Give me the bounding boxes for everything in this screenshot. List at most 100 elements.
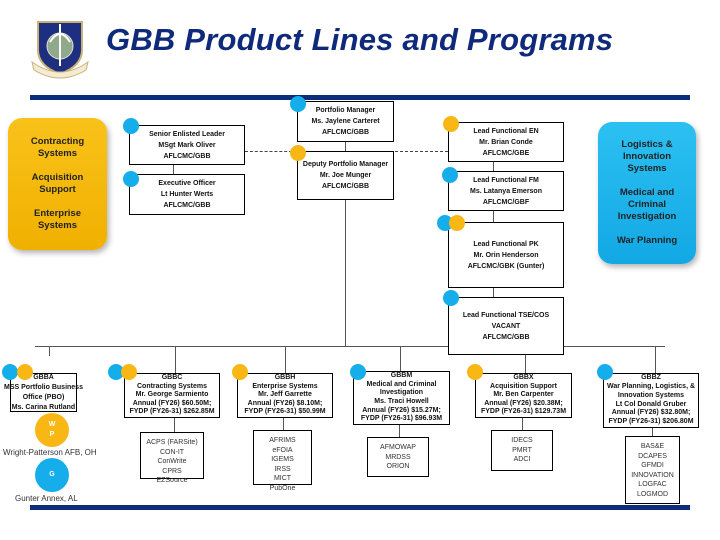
connector-staff-right	[395, 151, 448, 152]
branch-code: GBBH	[274, 374, 296, 382]
program-item: eFOIA	[272, 446, 293, 454]
office-symbol: AFLCMC/GBK (Gunter)	[467, 262, 545, 270]
branch-annual-budget: Annual (FY26) $20.38M;	[484, 399, 563, 407]
branch-chief: Ms. Traci Howell	[374, 398, 429, 405]
person-name: Lt Hunter Werts	[160, 191, 214, 198]
program-item: LOGFAC	[638, 481, 667, 488]
wright-patterson-location-dot	[290, 145, 306, 161]
connector-sel-xo	[173, 165, 174, 174]
program-item: EZSource	[156, 477, 188, 484]
office-symbol: AFLCMC/GBB	[482, 333, 530, 341]
connector-gbbc-programs	[174, 418, 175, 432]
lead-functional-tse-box: Lead Functional TSE/COS VACANT AFLCMC/GB…	[448, 297, 564, 355]
panel-text: Enterprise	[34, 208, 81, 219]
gbbz-programs-list: BAS&E DCAPES GFMDI INNOVATION LOGFAC LOG…	[625, 436, 680, 504]
gunter-location-dot	[443, 290, 459, 306]
gunter-location-dot	[290, 96, 306, 112]
program-item: ConWrite	[157, 458, 187, 465]
logo	[28, 16, 92, 80]
position-title: Lead Functional EN	[473, 127, 539, 135]
senior-enlisted-leader-box: Senior Enlisted Leader MSgt Mark Oliver …	[129, 125, 245, 165]
wright-patterson-location-dot	[17, 364, 33, 380]
branch-annual-budget: Annual (FY26) $8.10M;	[247, 399, 323, 407]
office-symbol: AFLCMC/GBB	[321, 129, 370, 136]
branch-name: Investigation	[379, 389, 424, 397]
branch-chief: Ms. Carina Rutland	[11, 403, 76, 411]
connector-gbba	[49, 346, 50, 356]
connector-gbbx	[525, 346, 526, 373]
branch-chief: Mr. Ben Carpenter	[493, 391, 554, 399]
branch-code: GBBM	[390, 371, 413, 379]
branch-fydp-budget: FYDP (FY26-31) $206.80M	[608, 418, 694, 426]
panel-text: Innovation	[622, 151, 671, 162]
panel-text: Support	[39, 184, 76, 195]
position-title: Senior Enlisted Leader	[149, 130, 225, 138]
branch-fydp-budget: FYDP (FY26-31) $129.73M	[480, 408, 567, 416]
program-item: IRSS	[274, 465, 291, 473]
header-divider	[30, 95, 690, 100]
badge-letter: G	[49, 471, 55, 478]
gunter-location-dot	[2, 364, 18, 380]
gunter-location-dot	[108, 364, 124, 380]
program-item: ADCI	[513, 456, 531, 463]
program-item: LOGMOD	[636, 490, 669, 498]
branch-code: GBBC	[161, 374, 183, 382]
program-item: MRDSS	[385, 453, 411, 461]
program-item: AFRIMS	[269, 437, 296, 444]
panel-text: War Planning	[616, 235, 678, 246]
program-item: BAS&E	[640, 443, 665, 450]
person-name: MSgt Mark Oliver	[158, 141, 216, 149]
panel-text: Systems	[627, 163, 667, 174]
connector-gbbc	[175, 346, 176, 373]
branch-code: GBBZ	[641, 374, 661, 382]
program-item: AFMOWAP	[380, 444, 416, 451]
connector-branch-bus	[35, 346, 665, 347]
wright-patterson-legend-badge: W P	[35, 413, 69, 447]
branch-gbbc-box: GBBC Contracting Systems Mr. George Sarm…	[124, 373, 220, 418]
position-title: Portfolio Manager	[315, 107, 376, 114]
connector-gbbm-programs	[399, 425, 400, 437]
program-item: PubOne	[269, 484, 296, 492]
office-symbol: AFLCMC/GBE	[482, 149, 530, 157]
program-item: ACPS (FARSite)	[146, 439, 198, 446]
program-item: DCAPES	[638, 452, 667, 460]
branch-gbbx-box: GBBX Acquisition Support Mr. Ben Carpent…	[475, 373, 572, 418]
person-name: Mr. Brian Conde	[479, 138, 533, 146]
panel-text: Acquisition	[31, 172, 84, 183]
branch-name: MSS Portfolio Business	[4, 383, 83, 391]
branch-fydp-budget: FYDP (FY26-31) $50.99M	[244, 408, 326, 416]
lead-functional-pk-box: Lead Functional PK Mr. Orin Henderson AF…	[448, 222, 564, 288]
position-title: Executive Officer	[158, 180, 216, 187]
connector-gbbm	[400, 346, 401, 371]
branch-fydp-budget: FYDP (FY26-31) $96.93M	[360, 415, 443, 423]
person-name: Mr. Joe Munger	[319, 172, 372, 179]
panel-text: Medical and	[619, 187, 675, 198]
branch-gbbm-box: GBBM Medical and Criminal Investigation …	[353, 371, 450, 425]
footer-divider	[30, 505, 690, 510]
branch-code: GBBX	[513, 374, 534, 382]
panel-text: Logistics &	[621, 139, 673, 150]
program-item: ORION	[386, 463, 410, 470]
gunter-location-dot	[123, 171, 139, 187]
wright-patterson-location-dot	[232, 364, 248, 380]
right-panel-group: War Planning	[617, 235, 677, 247]
program-item: IGEMS	[271, 456, 294, 463]
gbbh-programs-list: AFRIMS eFOIA IGEMS IRSS MICT PubOne	[253, 430, 312, 492]
gunter-legend-label: Gunter Annex, AL	[15, 494, 78, 503]
branch-gbba-box: GBBA MSS Portfolio Business Office (PBO)…	[4, 373, 83, 412]
deputy-portfolio-manager-box: Deputy Portfolio Manager Mr. Joe Munger …	[297, 151, 394, 200]
gunter-location-dot	[350, 364, 366, 380]
connector-gbbh-programs	[283, 418, 284, 430]
branch-name: Contracting Systems	[136, 382, 208, 390]
panel-text: Criminal	[627, 199, 666, 210]
branch-code: GBBA	[33, 373, 54, 381]
gbbm-programs-list: AFMOWAP MRDSS ORION	[367, 437, 429, 477]
program-item: INNOVATION	[631, 471, 674, 479]
wright-patterson-location-dot	[467, 364, 483, 380]
wright-patterson-location-dot	[121, 364, 137, 380]
position-title: Lead Functional PK	[473, 240, 539, 248]
